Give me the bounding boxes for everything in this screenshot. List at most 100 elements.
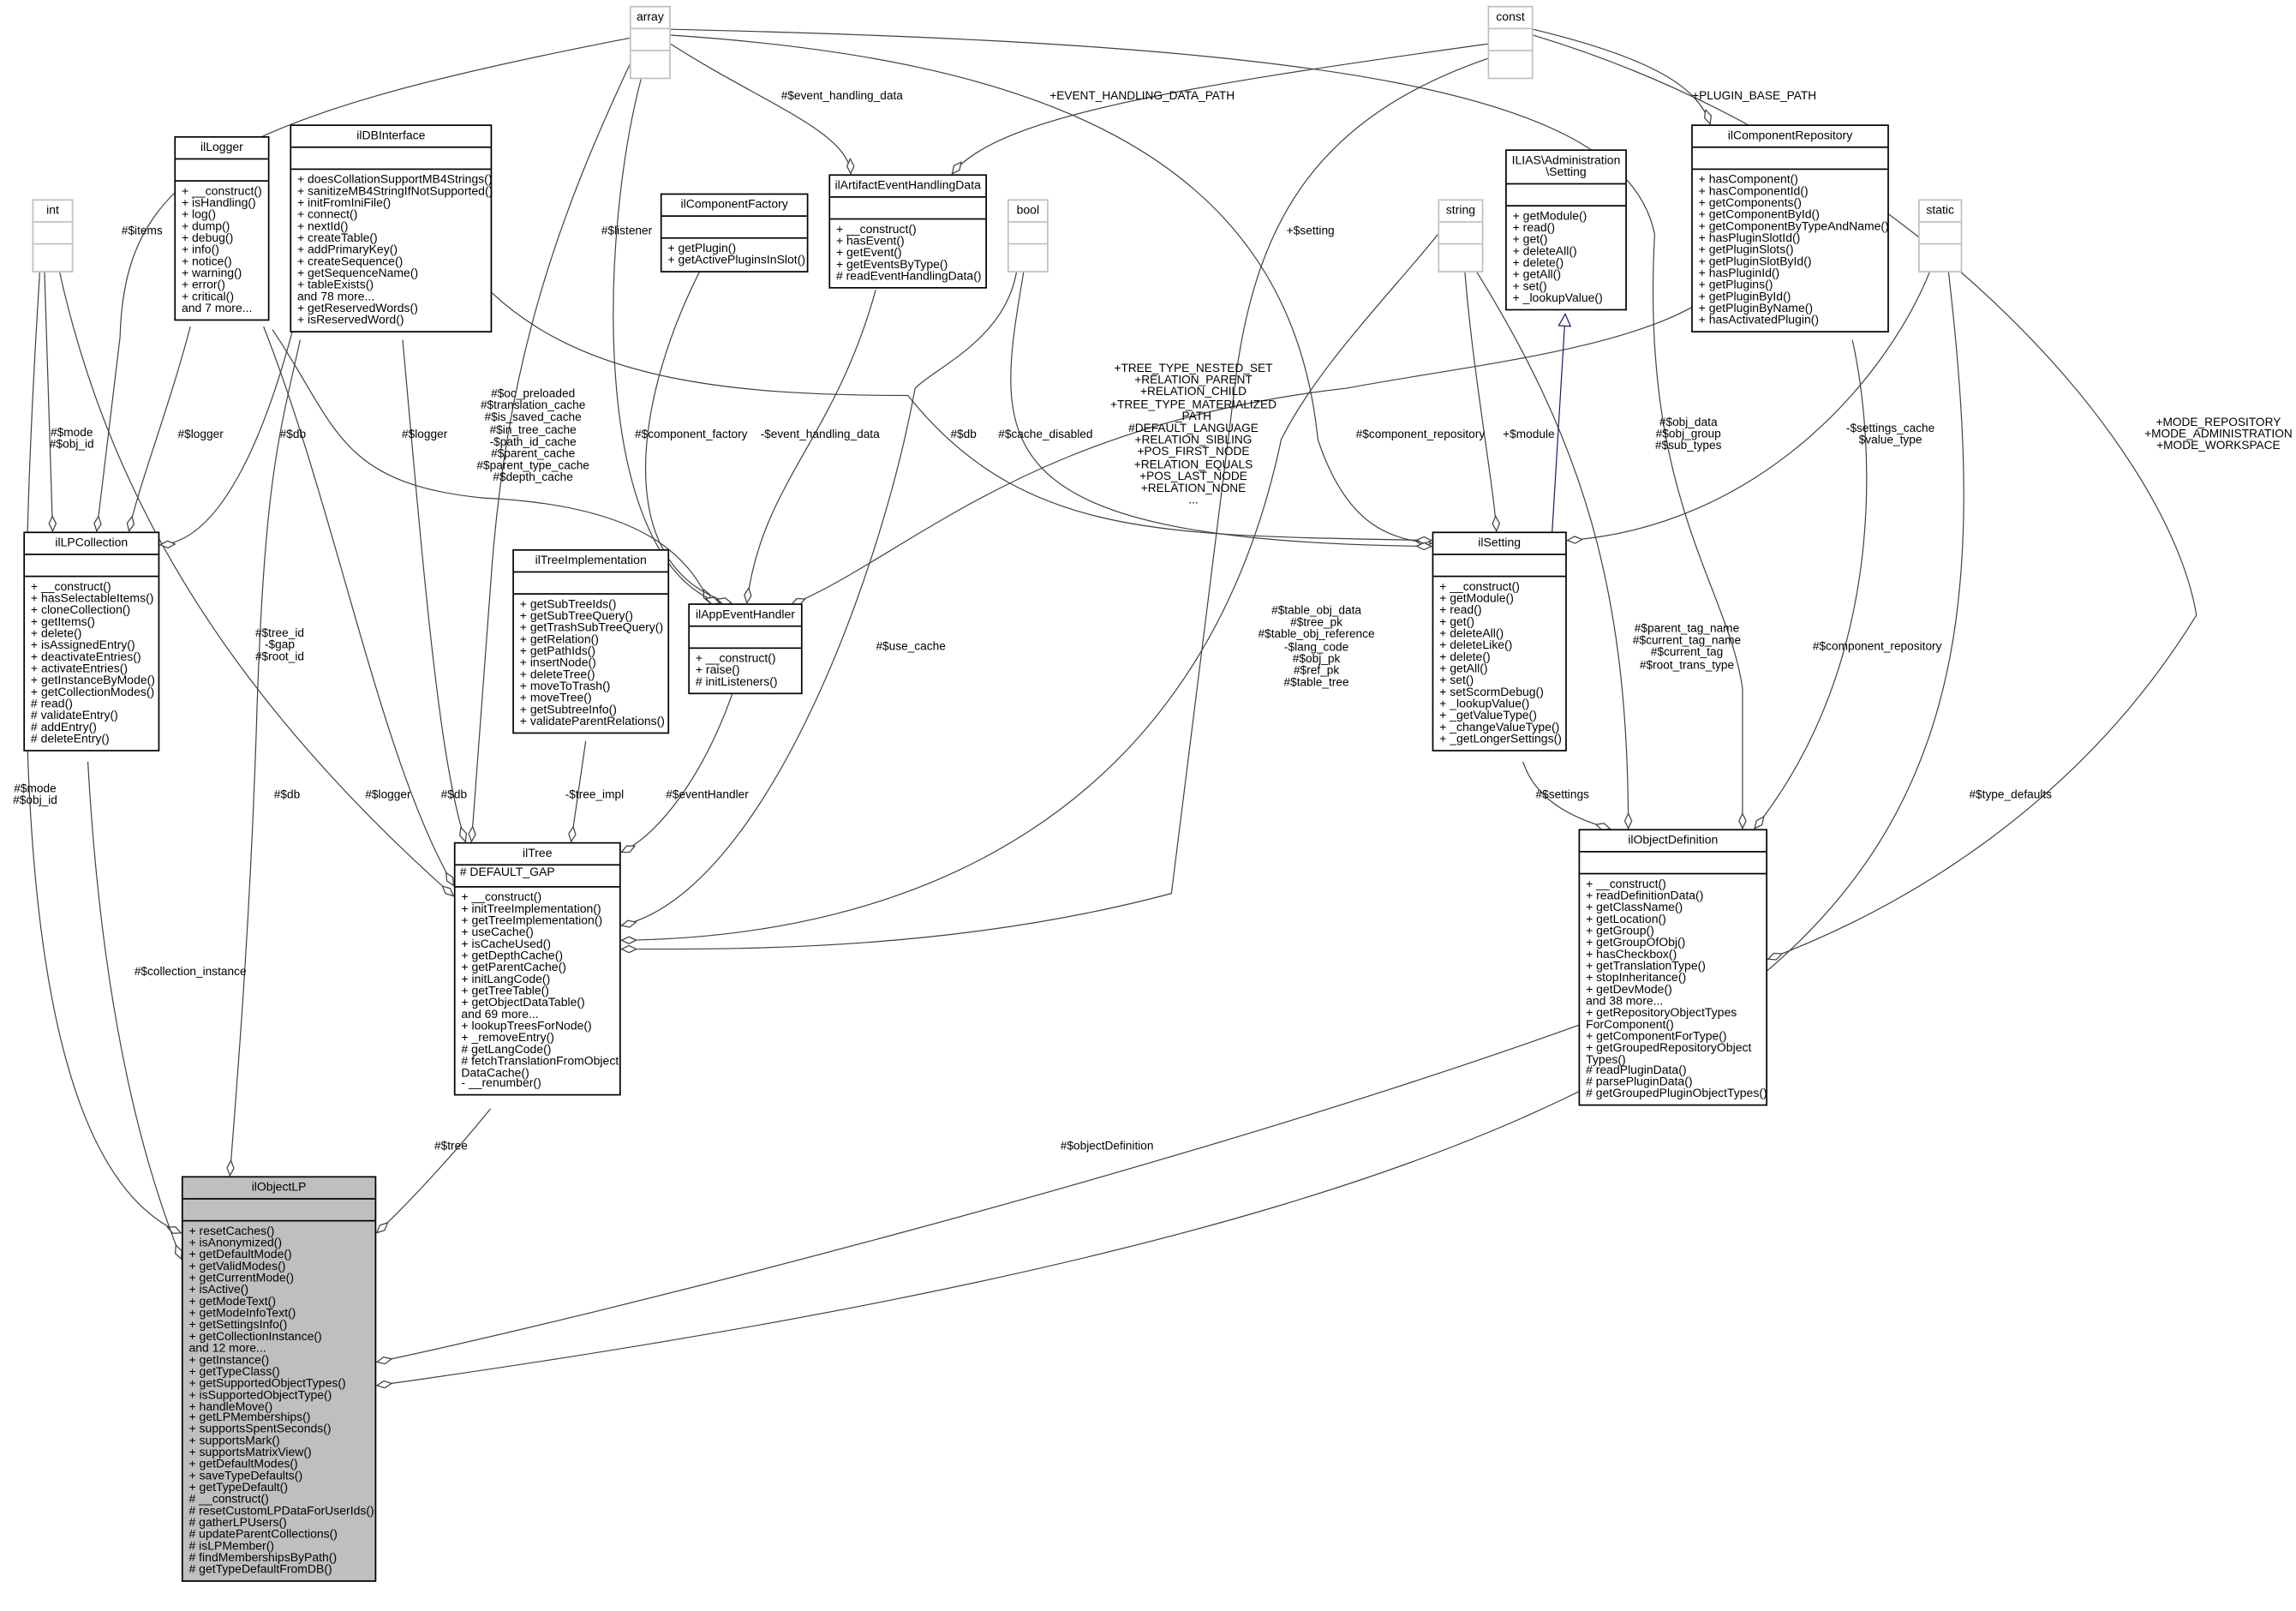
class-ilcomponentrepository[interactable]: ilComponentRepository+ hasComponent()+ h… [1691, 124, 1889, 332]
class-iltreeimplementation[interactable]: ilTreeImplementation+ getSubTreeIds()+ g… [512, 548, 670, 734]
edge-int-lpcollection [43, 253, 52, 532]
class-method: + raise() [695, 663, 740, 677]
class-method: + initFromIniFile() [296, 196, 392, 210]
class-method: + isHandling() [181, 196, 256, 210]
class-method: + hasEvent() [835, 234, 905, 249]
class-method: + _lookupValue() [1439, 697, 1530, 710]
class-attributes [631, 30, 670, 52]
class-method: + getTrashSubTreeQuery() [519, 620, 664, 635]
edge-inheritance-setting [1552, 314, 1565, 532]
class-method: # updateParentCollections() [188, 1527, 338, 1542]
class-methods: + __construct()+ isHandling()+ log()+ du… [176, 182, 268, 319]
class-method: + getLPMemberships() [188, 1410, 311, 1425]
class-bool[interactable]: bool [1007, 199, 1049, 273]
edge-label-tree: #$tree [434, 1139, 468, 1153]
edge-label-db-lpcollection: #$db [279, 427, 307, 441]
class-method: # initListeners() [695, 675, 778, 689]
class-method: + getTypeClass() [188, 1364, 280, 1378]
edge-setting-objectdefinition [1522, 761, 1611, 829]
edge-label-settings-cache: -$settings_cache $value_type [1845, 421, 1935, 447]
class-ilsetting[interactable]: ilSetting+ __construct()+ getModule()+ r… [1432, 531, 1567, 752]
edge-label-tree-caches: #$oc_preloaded #$translation_cache #$is_… [476, 386, 589, 485]
class-ilcomponentfactory[interactable]: ilComponentFactory+ getPlugin()+ getActi… [660, 193, 809, 273]
class-method: + getObjectDataTable() [461, 995, 585, 1009]
class-array[interactable]: array [629, 5, 671, 80]
class-attribute: # DEFAULT_GAP [459, 865, 555, 879]
class-ilobjectdefinition[interactable]: ilObjectDefinition+ __construct()+ readD… [1578, 829, 1768, 1106]
edge-bool-tree [621, 263, 1019, 926]
edge-componentrepo-objectdefinition [1754, 339, 1868, 829]
class-method: and 12 more... [188, 1341, 266, 1355]
class-attributes [25, 555, 158, 578]
edge-artifact-appeventhandler [747, 290, 876, 603]
class-method: + __construct() [181, 184, 262, 199]
class-method: + read() [1439, 603, 1482, 617]
class-method: + readDefinitionData() [1586, 889, 1704, 903]
class-method: + getSubTreeIds() [519, 597, 617, 612]
class-method: + handleMove() [188, 1399, 273, 1413]
class-ilobjectlp[interactable]: ilObjectLP+ resetCaches()+ isAnonymized(… [181, 1176, 377, 1582]
class-string[interactable]: string [1438, 199, 1484, 273]
class-methods: + getPlugin()+ getActivePluginsInSlot() [662, 239, 807, 271]
class-method: + getAll() [1439, 662, 1488, 675]
class-attributes [33, 223, 72, 245]
class-iltree[interactable]: ilTree# DEFAULT_GAP+ __construct()+ init… [453, 841, 621, 1097]
class-method: + createTable() [296, 231, 378, 245]
class-ilappeventhandler[interactable]: ilAppEventHandler+ __construct()+ raise(… [688, 603, 803, 695]
class-method: + getRepositoryObjectTypes [1586, 1005, 1737, 1020]
class-method: + resetCaches() [188, 1225, 275, 1238]
class-ilartifacteventhandlingdata[interactable]: ilArtifactEventHandlingData+ __construct… [828, 174, 988, 289]
class-method: + stopInheritance() [1586, 970, 1687, 985]
class-method: + info() [181, 243, 219, 257]
class-method: + getInstance() [188, 1352, 270, 1367]
class-method: # readPluginData() [1586, 1063, 1687, 1078]
class-method: + getCollectionModes() [30, 685, 155, 698]
class-method: + getPlugin() [667, 242, 737, 255]
class-illogger[interactable]: ilLogger+ __construct()+ isHandling()+ l… [174, 135, 270, 320]
edge-static-setting [1567, 263, 1934, 541]
class-method: + __construct() [835, 223, 917, 237]
class-int[interactable]: int [32, 199, 74, 273]
edge-string-tree [621, 234, 1438, 940]
class-method: + deleteLike() [1439, 638, 1513, 652]
class-method: + isCacheUsed() [461, 937, 552, 951]
class-methods: + resetCaches()+ isAnonymized()+ getDefa… [183, 1222, 375, 1580]
class-const[interactable]: const [1487, 5, 1534, 80]
edge-objectdefinition-objectlp [376, 1024, 1579, 1362]
class-method: + isAssignedEntry() [30, 638, 135, 652]
class-method: + getCurrentMode() [188, 1271, 295, 1285]
class-method: + __construct() [1586, 877, 1666, 891]
class-ilias-administration-setting[interactable]: ILIAS\Administration \Setting+ getModule… [1505, 149, 1627, 311]
class-attributes [1489, 30, 1532, 52]
class-method: + getItems() [30, 614, 95, 629]
class-name: array [631, 8, 670, 30]
class-static[interactable]: static [1918, 199, 1963, 273]
edge-label-component-repository-appevent: #$component_repository [1355, 427, 1486, 441]
class-attributes [1580, 853, 1767, 875]
class-method: + getPathIds() [519, 644, 596, 658]
class-illpcollection[interactable]: ilLPCollection+ __construct()+ hasSelect… [23, 531, 160, 752]
class-method: + delete() [30, 626, 82, 640]
edge-lpcollection-objectlp [87, 761, 182, 1260]
class-method: + isActive() [188, 1283, 249, 1297]
edge-label-settings: #$settings [1535, 788, 1589, 801]
class-method: + critical() [181, 290, 234, 303]
class-method: + supportsSpentSeconds() [188, 1422, 332, 1436]
edge-label-listener: #$listener [601, 224, 653, 237]
class-method: + getModeInfoText() [188, 1306, 296, 1320]
class-method: + hasSelectableItems() [30, 591, 154, 606]
class-methods: + getModule()+ read()+ get()+ deleteAll(… [1507, 207, 1625, 309]
edge-label-mode-constants: +MODE_REPOSITORY +MODE_ADMINISTRATION +M… [2144, 415, 2293, 453]
class-method: DataCache() [461, 1065, 529, 1079]
class-attributes [513, 573, 668, 596]
class-method: + getClassName() [1586, 901, 1683, 914]
class-method: + moveTree() [519, 691, 592, 704]
edge-treeimpl-tree [571, 740, 587, 842]
edge-label-obj-data: #$obj_data #$obj_group #$sub_types [1654, 415, 1722, 453]
class-ildbinterface[interactable]: ilDBInterface+ doesCollationSupportMB4St… [290, 124, 493, 332]
class-attributes [1439, 223, 1482, 245]
class-method: + doesCollationSupportMB4Strings() [296, 173, 493, 187]
class-method: + getReservedWords() [296, 301, 418, 314]
class-method: + __construct() [1439, 580, 1520, 594]
